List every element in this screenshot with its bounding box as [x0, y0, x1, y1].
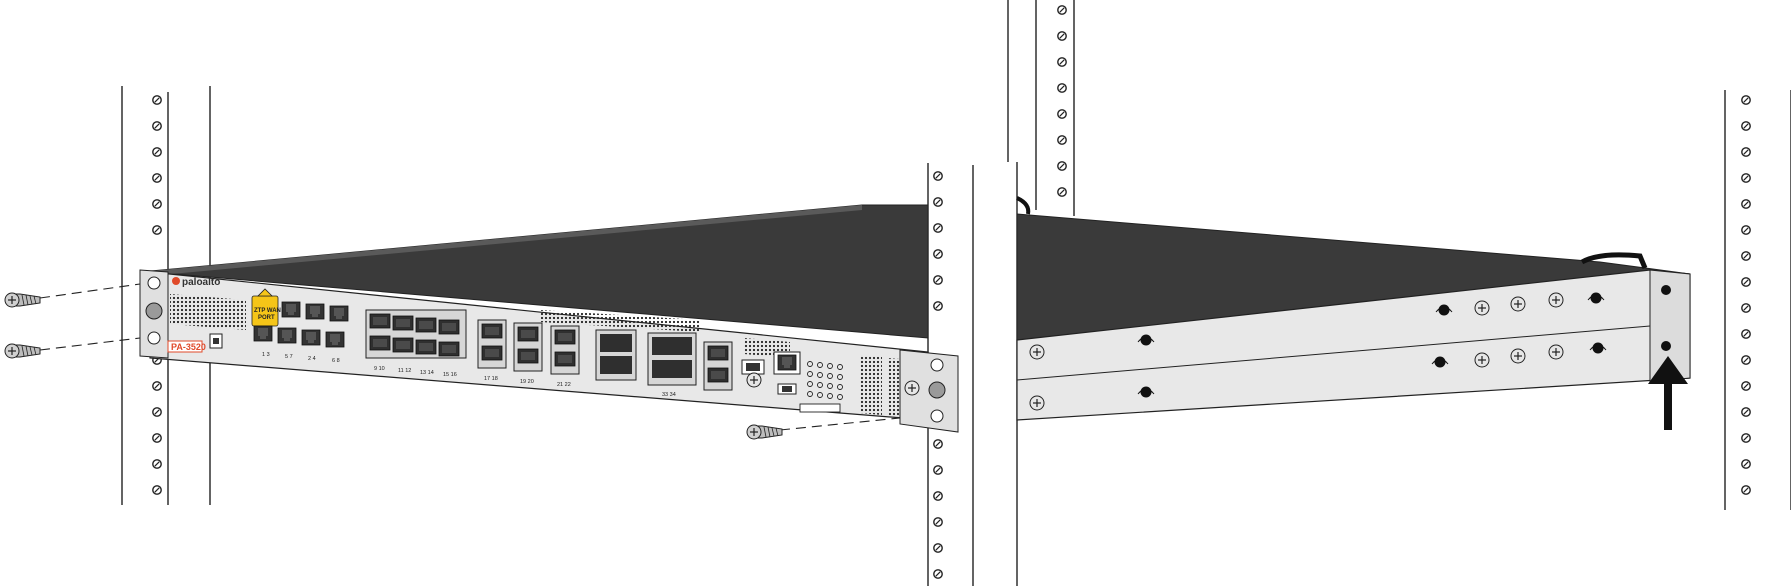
sfp-port-bank-9-16	[365, 309, 467, 359]
port-label-19-20: 19 20	[520, 379, 534, 385]
vent-right	[860, 355, 882, 415]
port-label-1-3: 1 3	[262, 352, 270, 358]
brand-logo-text: paloalto	[182, 277, 220, 288]
vent-center-top	[540, 310, 700, 332]
left-scene: paloalto PA-3520 ZTP WAN PORT 1 3 5 7 2 …	[4, 86, 974, 586]
port-label-15-16: 15 16	[443, 372, 457, 378]
mounting-ear-left	[139, 269, 169, 359]
port-label-5-7: 5 7	[285, 354, 293, 360]
port-label-13-14: 13 14	[420, 370, 434, 376]
screw-icon-top-left	[4, 283, 141, 308]
right-scene	[1007, 0, 1791, 586]
model-label: PA-3520	[171, 342, 206, 352]
brand-logo: paloalto	[172, 277, 220, 288]
vent-left	[170, 294, 246, 330]
rail-fasteners	[1029, 285, 1671, 411]
rack-rail-right-front	[1724, 90, 1791, 510]
vent-right-2	[888, 358, 900, 418]
port-label-11-12: 11 12	[398, 368, 411, 374]
screw-icon-right	[746, 417, 901, 440]
cable-handle	[1580, 252, 1648, 269]
ztp-tag-line1: ZTP WAN	[254, 308, 281, 314]
sfp-port-pairs-17-22	[477, 319, 580, 375]
port-label-9-10: 9 10	[374, 366, 385, 372]
status-leds	[799, 361, 843, 413]
rack-rail-right-back	[1007, 0, 1075, 216]
ztp-tag-line2: PORT	[258, 315, 275, 321]
qsfp-port-bank	[595, 329, 697, 386]
arrow-up-icon	[1648, 356, 1688, 430]
port-label-17-18: 17 18	[484, 376, 498, 382]
port-label-33-34: 33 34	[662, 392, 676, 398]
screw-icon-bottom-left	[4, 337, 141, 359]
port-label-6-8: 6 8	[332, 358, 340, 364]
port-label-21-22: 21 22	[557, 382, 571, 388]
mounting-ear-right	[899, 349, 959, 433]
port-label-2-4: 2 4	[308, 356, 316, 362]
sfp-port-aux	[703, 341, 733, 391]
